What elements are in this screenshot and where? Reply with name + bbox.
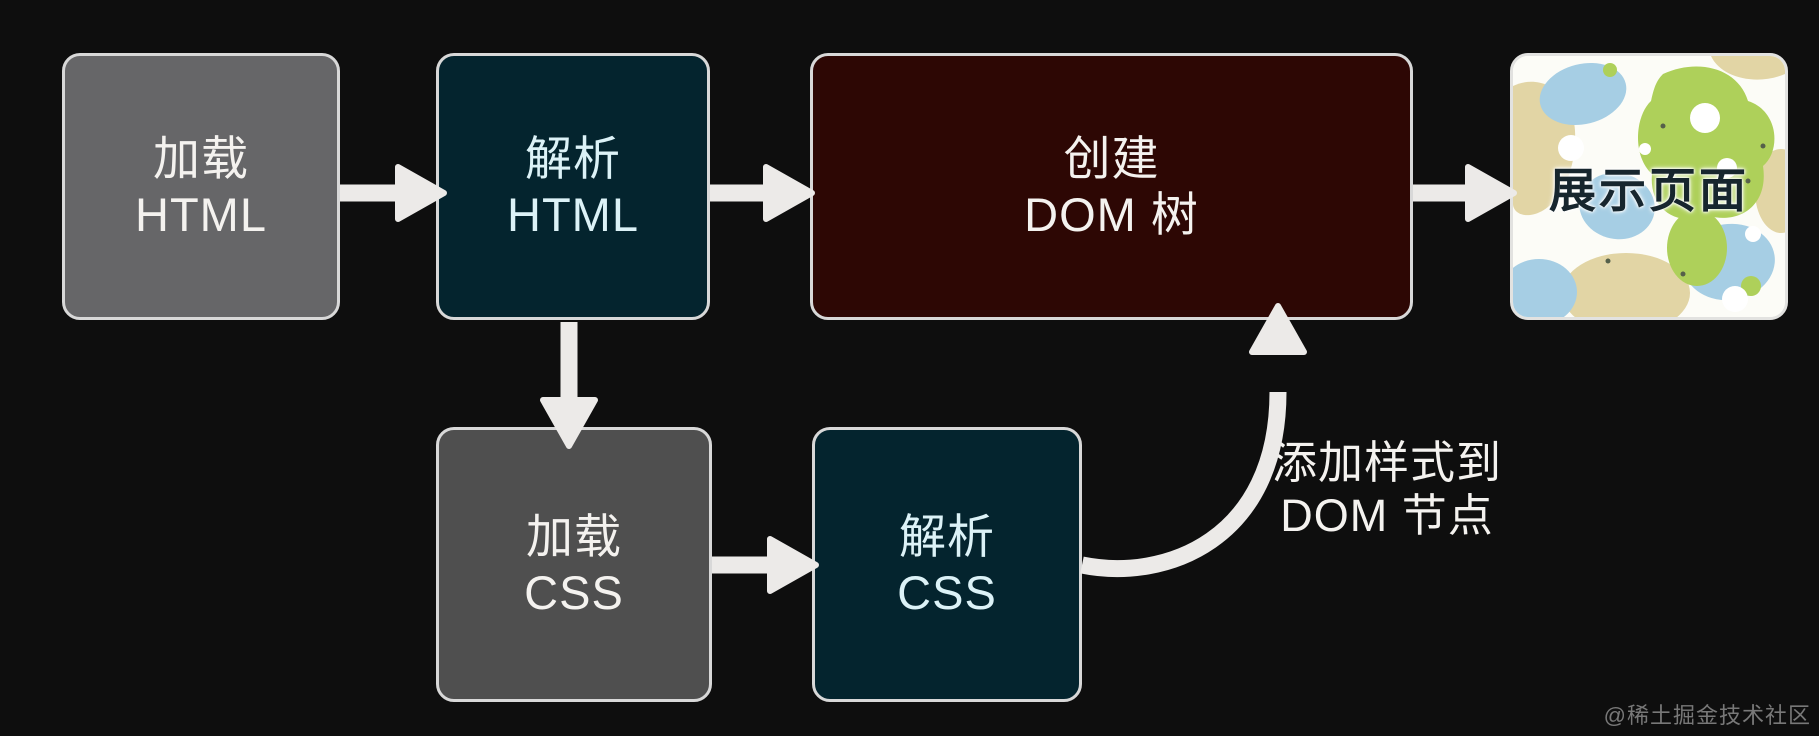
annotation-add-styles-to-dom: 添加样式到 DOM 节点 bbox=[1180, 436, 1594, 542]
node-label-line: 创建 bbox=[1063, 131, 1160, 185]
node-label-line: HTML bbox=[507, 187, 639, 241]
annotation-line: 添加样式到 bbox=[1271, 437, 1502, 488]
node-display-page: 展示页面 bbox=[1510, 53, 1788, 320]
page-thumbnail-pattern bbox=[1513, 56, 1785, 317]
node-label: 展示页面 bbox=[1549, 164, 1749, 217]
annotation-line: DOM 节点 bbox=[1280, 490, 1494, 541]
node-label-line: 加载 bbox=[526, 509, 622, 563]
node-load-css: 加载 CSS bbox=[436, 427, 712, 702]
node-label-line: 解析 bbox=[525, 131, 621, 185]
node-parse-css: 解析 CSS bbox=[812, 427, 1082, 702]
node-load-html: 加载 HTML bbox=[62, 53, 340, 320]
node-label-line: HTML bbox=[135, 187, 267, 241]
node-label-line: 加载 bbox=[153, 131, 249, 185]
node-label-line: 解析 bbox=[899, 509, 995, 563]
node-parse-html: 解析 HTML bbox=[436, 53, 710, 320]
node-create-dom-tree: 创建 DOM 树 bbox=[810, 53, 1413, 320]
arrowhead bbox=[763, 164, 815, 222]
arrowhead bbox=[767, 536, 819, 594]
node-label-line: CSS bbox=[524, 565, 624, 619]
watermark: @稀土掘金技术社区 bbox=[1603, 703, 1811, 728]
node-label-line: DOM 树 bbox=[1024, 187, 1199, 241]
arrowhead bbox=[1465, 164, 1517, 222]
node-label-line: CSS bbox=[897, 565, 997, 619]
